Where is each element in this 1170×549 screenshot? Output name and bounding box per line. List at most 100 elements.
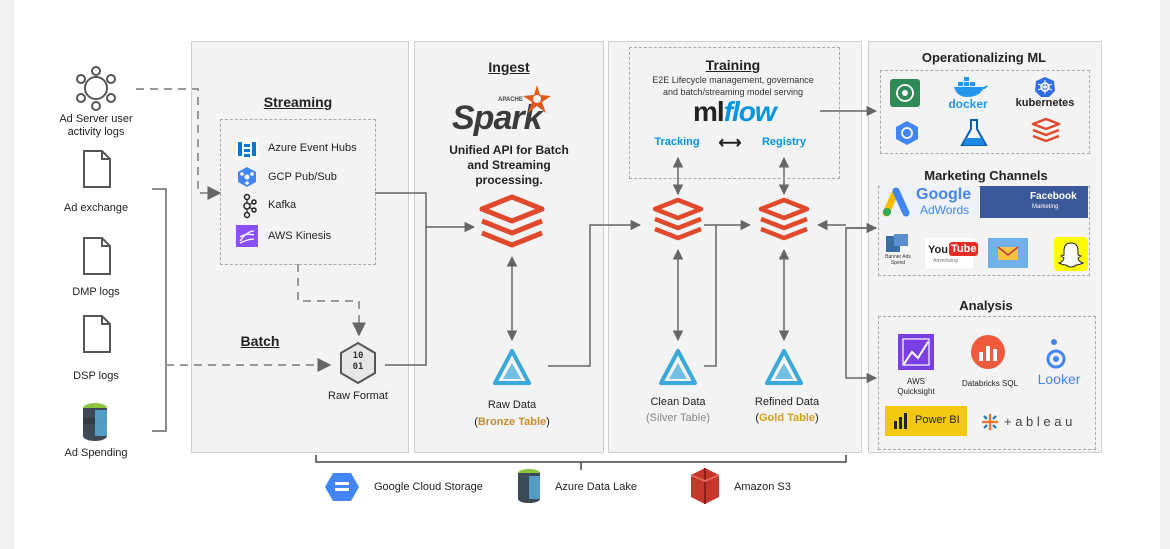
dsp-logs-label: DSP logs [73,370,119,382]
stream-item-kafka: Kafka [268,199,297,211]
binary-file-icon [340,341,376,385]
document-icon [83,150,111,188]
ingestion-panel [191,41,409,453]
left-page-edge [0,0,14,549]
google-text: Google [916,186,972,203]
databricks-icon [1031,117,1061,143]
mlflow-ml: ml [693,96,725,127]
clean-to-gold [704,225,717,367]
gold-open: ( [755,412,759,424]
azure-event-hubs-icon [236,138,258,160]
delta-lake-icon [659,349,697,385]
databricks-icon [652,197,704,241]
powerbi-icon [894,413,907,429]
binary-glyph: 10 01 [352,351,364,372]
kubernetes-icon [1035,77,1055,97]
docker-label: docker [948,97,988,111]
training-description: E2E Lifecycle management, governance and… [652,75,814,97]
training-panel [608,41,862,453]
powerbi-logo: Power BI [885,406,967,436]
google-adwords-logo: Google AdWords [880,186,978,218]
tableau-label: + a b l e a u [1004,414,1073,429]
raw-to-silver [548,219,642,367]
network-users-icon [76,66,116,111]
databricks-sql-label: Databricks SQL [961,379,1019,388]
gold-to-outputs [845,227,878,384]
adls-label: Azure Data Lake [555,481,637,493]
ad-server-label: Ad Server user activity logs [59,113,133,138]
kafka-icon [243,193,257,219]
snapchat-icon [1054,237,1088,271]
stream-item-gcp: GCP Pub/Sub [268,171,337,183]
ops-box [880,70,1090,154]
ingest-description: Unified API for Batch and Streaming proc… [449,143,569,187]
streaming-to-rawformat [297,264,366,337]
facebook-text: Facebook [1030,191,1077,202]
streaming-box [220,119,376,265]
sources-bracket [152,188,167,432]
streaming-title: Streaming [263,94,333,110]
bronze-text: Bronze Table [477,416,547,428]
youtube-logo: You Tube Advertising [925,238,979,268]
sagemaker-icon [890,79,920,107]
adserver-to-streaming [136,88,222,200]
google-cloud-storage-icon [325,473,359,501]
document-icon [83,315,111,353]
gcs-label: Google Cloud Storage [374,481,483,493]
marketing-title: Marketing Channels [924,168,1048,183]
mlflow-flow: flow [723,96,777,127]
raw-format-label: Raw Format [328,390,388,402]
training-box [629,47,840,179]
databricks-icon [758,197,810,241]
stream-item-azure: Azure Event Hubs [268,142,357,154]
spark-star-icon [523,85,551,113]
gcp-ai-icon [896,121,918,145]
facebook-marketing-logo: Facebook Marketing [980,186,1088,218]
kubernetes-label: kubernetes [1015,97,1075,109]
right-page-edge [1160,0,1170,549]
registry-label: Registry [761,136,807,148]
bronze-open: ( [474,416,478,428]
databricks-sql-icon [971,335,1005,369]
banner-ads-label: Banner Ads Spend [885,254,911,266]
email-ad-icon [988,238,1028,268]
quicksight-label: AWS Quicksight [897,377,935,396]
aws-kinesis-icon [236,225,258,247]
tableau-icon [982,414,998,430]
quicksight-icon [898,334,934,370]
raw-data-label: Raw Data [487,399,537,411]
spark-apache: APACHE [498,97,523,103]
s3-label: Amazon S3 [734,481,791,493]
docker-icon [954,77,988,97]
facebook-sub: Marketing [1032,204,1059,210]
flask-icon [960,119,988,146]
adwords-text: AdWords [920,203,970,217]
gold-text: Gold Table [758,412,816,424]
youtube-tube: Tube [949,242,979,256]
operationalizing-title: Operationalizing ML [921,50,1047,65]
tracking-registry-arrow: ⟷ [718,135,742,152]
spark-logo: Spark [452,99,542,137]
stream-item-kinesis: AWS Kinesis [268,230,332,242]
delta-lake-icon [765,349,803,385]
gold-close: ) [815,412,819,424]
bronze-close: ) [546,416,550,428]
youtube-you: You [928,244,948,256]
gcp-pubsub-icon [238,167,256,187]
azure-data-lake-icon [518,469,540,503]
database-icon [83,403,107,441]
streaming-to-ingest [375,192,476,233]
ad-spending-label: Ad Spending [64,447,128,459]
document-icon [83,237,111,275]
ad-exchange-label: Ad exchange [63,202,129,214]
bronze-table-label: (Bronze Table) [474,416,550,428]
silver-table-label: (Silver Table) [646,412,710,424]
adwords-icon [882,187,910,217]
ingest-title: Ingest [488,59,530,75]
youtube-sub: Advertising [933,258,958,264]
looker-icon [1046,339,1066,369]
banner-ads-icon [886,234,908,252]
delta-lake-icon [493,349,531,385]
